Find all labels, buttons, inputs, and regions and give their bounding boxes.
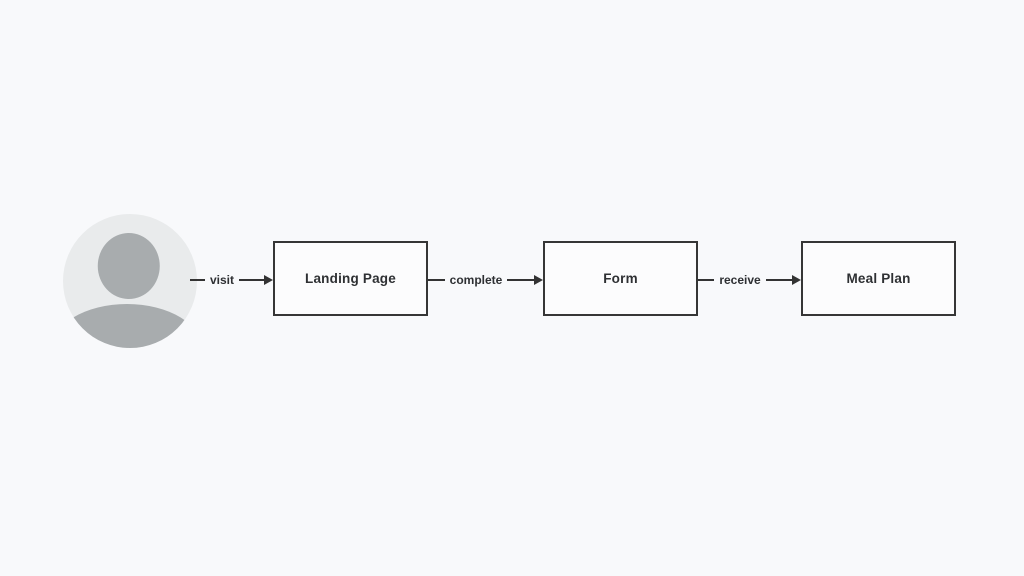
edge-line <box>698 278 715 281</box>
node-meal-plan-label: Meal Plan <box>846 271 911 286</box>
arrowhead-right-icon <box>507 274 543 285</box>
edge-label-complete: complete <box>449 272 503 287</box>
avatar-shoulders-shape <box>63 304 197 348</box>
node-form-label: Form <box>603 271 638 286</box>
arrowhead-right-icon <box>765 274 801 285</box>
edge-complete: complete <box>428 267 543 292</box>
node-meal-plan: Meal Plan <box>801 241 956 316</box>
edge-visit: visit <box>190 267 274 292</box>
node-form: Form <box>543 241 698 316</box>
avatar-head-shape <box>97 233 160 299</box>
edge-receive: receive <box>698 267 801 292</box>
edge-line <box>428 278 445 281</box>
edge-label-receive: receive <box>719 272 761 287</box>
arrowhead-right-icon <box>239 274 274 285</box>
node-landing-page: Landing Page <box>273 241 428 316</box>
edge-label-visit: visit <box>210 272 235 287</box>
edge-line <box>190 278 205 281</box>
node-landing-page-label: Landing Page <box>305 271 396 286</box>
user-avatar-icon <box>63 214 197 348</box>
